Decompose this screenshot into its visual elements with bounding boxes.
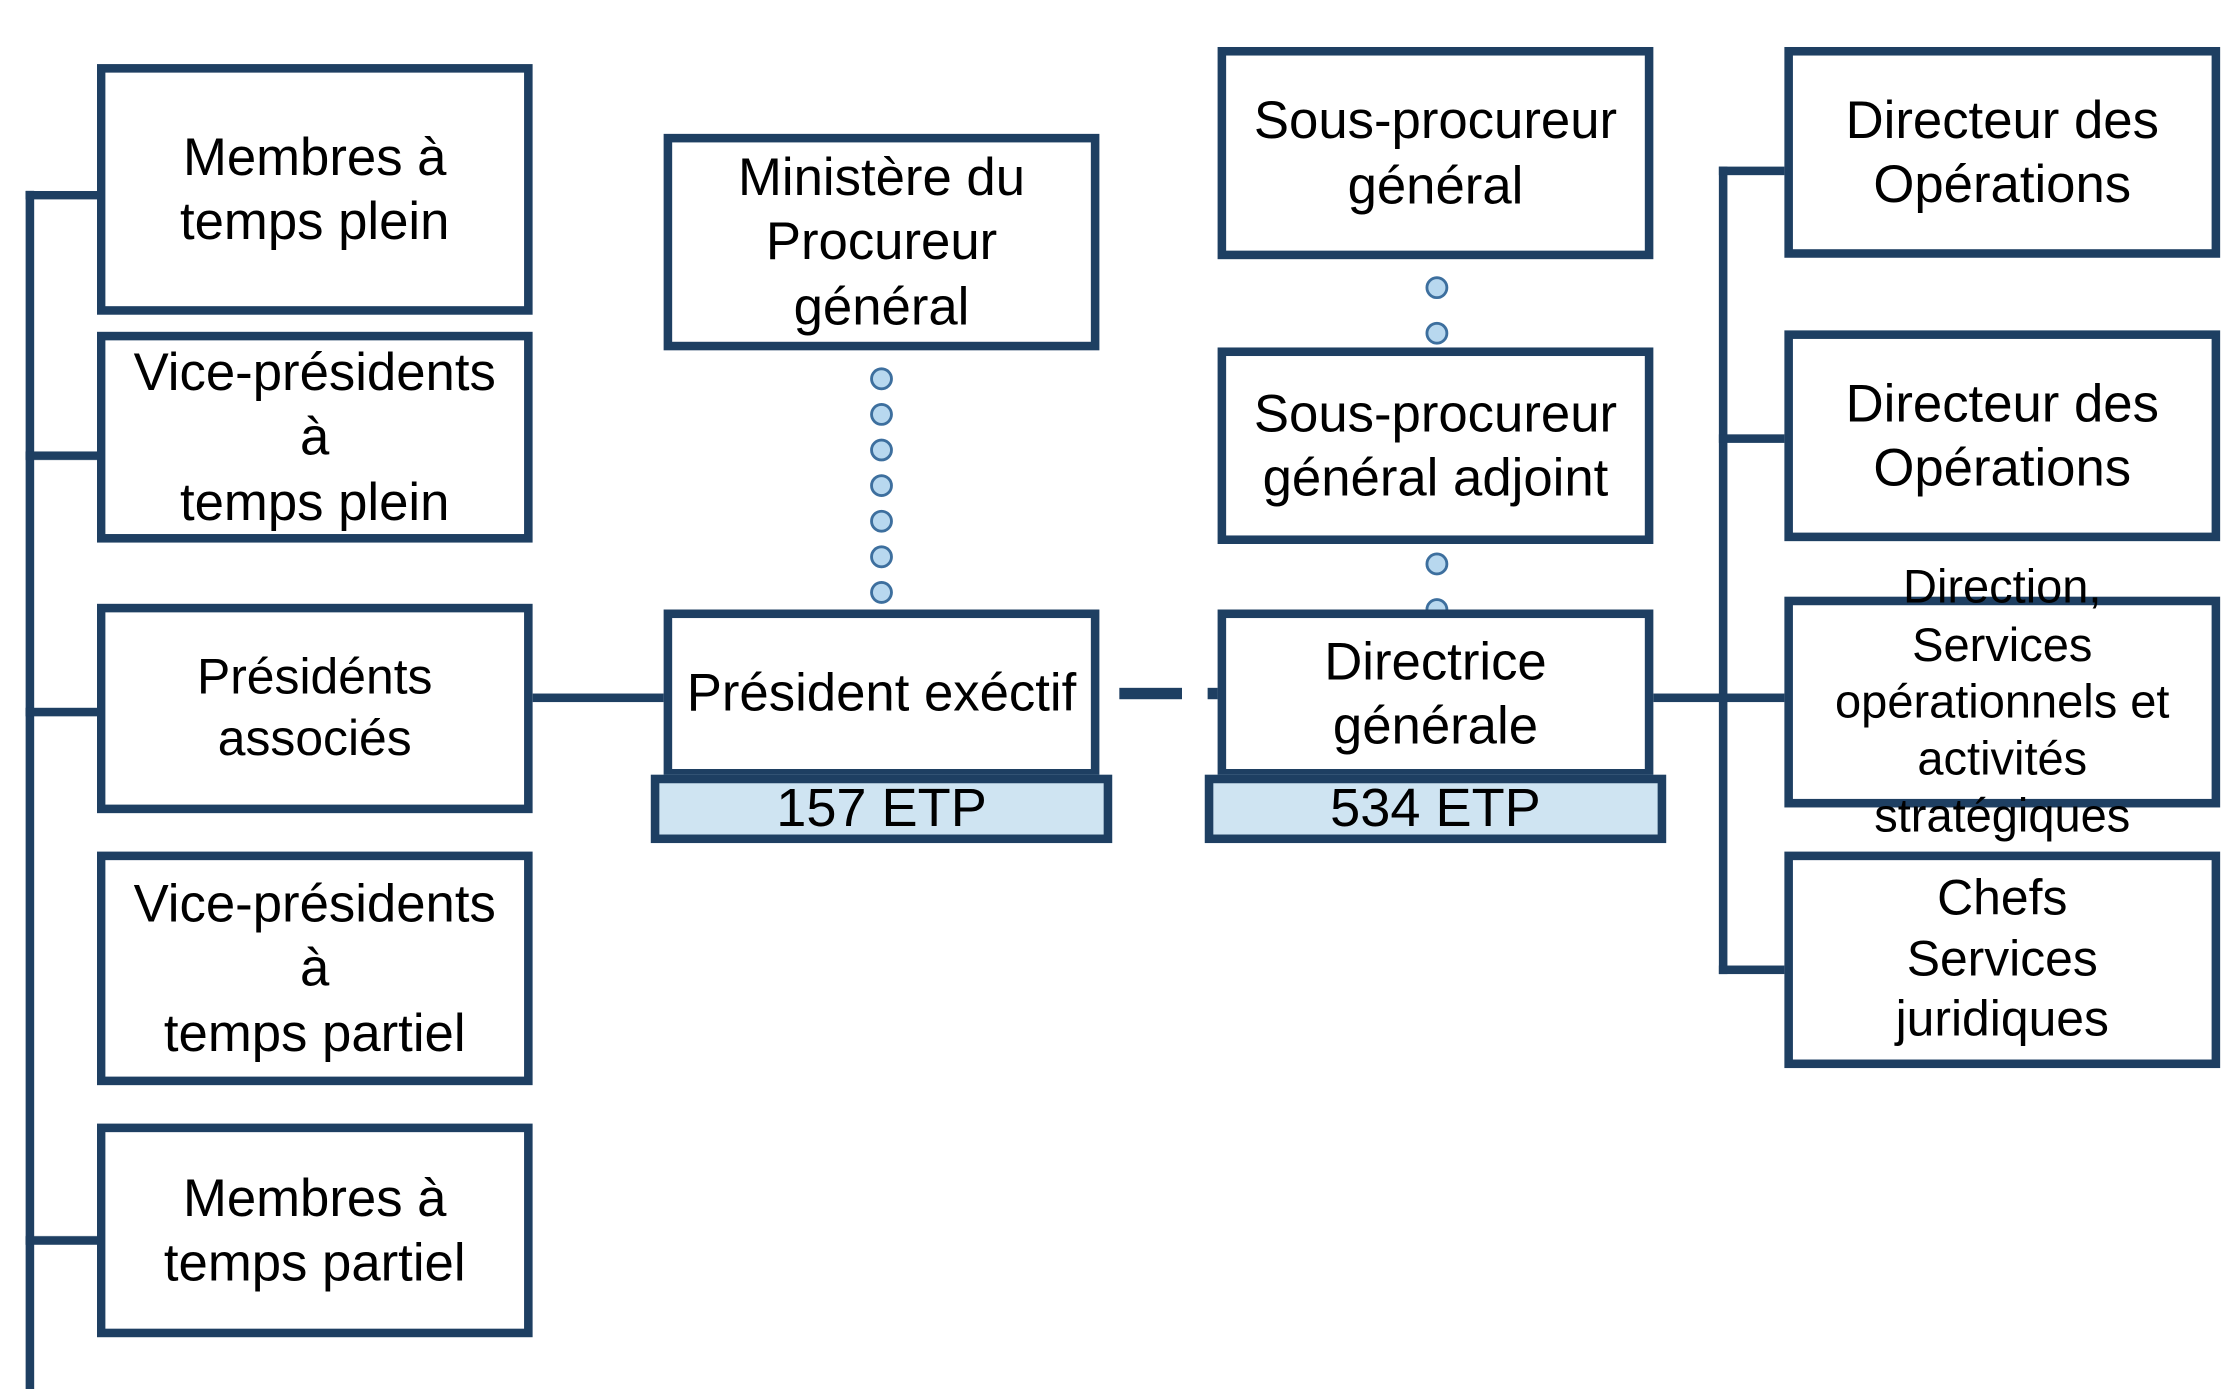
node-vice-presidents-temps-plein[interactable]: Vice-présidents à temps plein [96,331,533,543]
connector-directrice-to-right-bracket [1653,693,1725,703]
dotted-connector-dot [870,403,893,426]
left-bracket-spine [25,190,35,1389]
dotted-connector-dot [870,367,893,391]
node-membres-temps-partiel[interactable]: Membres à temps partiel [96,1123,533,1338]
node-ministere-procureur-general[interactable]: Ministère du Procureur général [663,133,1100,351]
node-label: Directeur des Opérations [1845,374,2159,498]
node-vice-presidents-temps-partiel[interactable]: Vice-présidents à temps partiel [96,851,533,1086]
etp-label: 157 ETP [776,778,987,839]
dashed-link-segment [1119,687,1182,700]
node-directeur-des-operations-1[interactable]: Directeur des Opérations [1784,46,2221,258]
right-bracket-branch-2 [1718,434,1791,443]
node-label: Chefs Services juridiques [1895,870,2109,1048]
node-direction-services-operationnels[interactable]: Direction, Services opérationnels et act… [1784,560,2221,842]
node-sous-procureur-general-adjoint[interactable]: Sous-procureur général adjoint [1217,347,1654,545]
dotted-connector-dot [1425,321,1449,345]
dotted-connector-dot [870,581,893,604]
right-bracket-branch-4 [1718,965,1791,975]
node-label: Membres à temps plein [179,127,450,251]
right-bracket-branch-3 [1718,693,1791,703]
right-bracket-spine [1718,166,1728,975]
etp-label: 534 ETP [1330,778,1541,839]
node-label: Vice-présidents à temps plein [133,343,496,531]
left-bracket-branch-2 [25,451,106,460]
node-label: Sous-procureur général [1253,91,1618,215]
node-label: Ministère du Procureur général [738,148,1026,336]
node-directrice-generale[interactable]: Directrice générale [1217,609,1654,778]
dotted-connector-dot [870,438,893,462]
dotted-connector-dot [870,474,893,498]
node-membres-temps-plein[interactable]: Membres à temps plein [96,64,533,315]
node-label: Président exéctif [686,664,1077,723]
node-label: Direction, Services opérationnels et act… [1835,560,2170,843]
dotted-connector-dot [1425,552,1449,576]
node-presidents-associes[interactable]: Présidénts associés [96,603,533,814]
left-bracket-branch-3 [25,707,106,717]
node-president-exectif[interactable]: Président exéctif [663,609,1100,778]
node-label: Sous-procureur général adjoint [1253,384,1618,507]
node-sous-procureur-general[interactable]: Sous-procureur général [1217,46,1654,260]
dotted-connector-dot [870,509,893,533]
dotted-connector-dot [1425,276,1449,300]
etp-badge-president-exectif: 157 ETP [650,774,1113,844]
connector-presidents-associes-to-president [532,693,664,703]
node-label: Vice-présidents à temps partiel [133,874,496,1062]
node-label: Présidénts associés [196,649,433,766]
right-bracket-branch-1 [1718,166,1791,176]
node-chefs-services-juridiques[interactable]: Chefs Services juridiques [1784,851,2221,1069]
node-label: Directrice générale [1324,632,1547,755]
node-label: Membres à temps partiel [163,1168,466,1292]
left-bracket-branch-4 [25,1236,106,1245]
node-label: Directeur des Opérations [1845,90,2159,214]
dotted-connector-dot [870,545,893,569]
node-directeur-des-operations-2[interactable]: Directeur des Opérations [1784,330,2221,542]
etp-badge-directrice-generale: 534 ETP [1204,774,1667,844]
left-bracket-branch-1 [25,190,106,200]
